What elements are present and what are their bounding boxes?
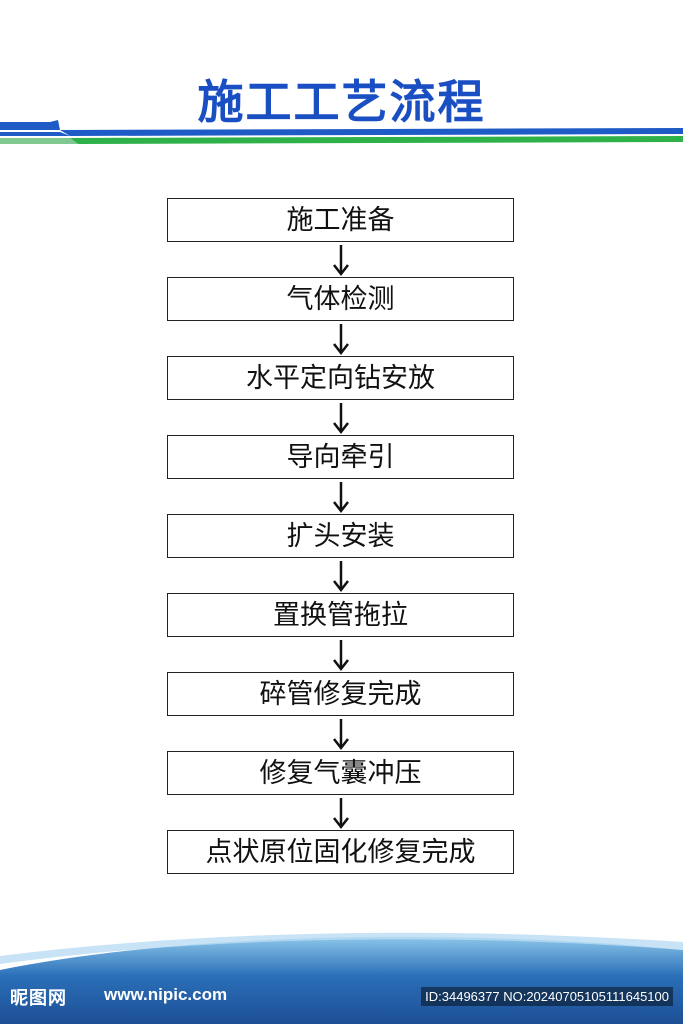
down-arrow-icon xyxy=(333,482,349,514)
down-arrow-icon xyxy=(333,245,349,277)
step-box-4: 导向牵引 xyxy=(167,435,514,479)
watermark-id: ID:34496377 NO:20240705105111645100 xyxy=(421,987,673,1006)
down-arrow-icon xyxy=(333,719,349,751)
page-title: 施工工艺流程 xyxy=(197,75,486,129)
step-box-5: 扩头安装 xyxy=(167,514,514,558)
step-box-1: 施工准备 xyxy=(167,198,514,242)
step-box-2: 气体检测 xyxy=(167,277,514,321)
down-arrow-icon xyxy=(333,561,349,593)
down-arrow-icon xyxy=(333,798,349,830)
step-box-3: 水平定向钻安放 xyxy=(167,356,514,400)
step-box-6: 置换管拖拉 xyxy=(167,593,514,637)
down-arrow-icon xyxy=(333,640,349,672)
watermark-logo: 昵图网 xyxy=(10,988,67,1009)
step-box-7: 碎管修复完成 xyxy=(167,672,514,716)
header-decorative-lines xyxy=(0,120,683,144)
down-arrow-icon xyxy=(333,324,349,356)
step-box-8: 修复气囊冲压 xyxy=(167,751,514,795)
watermark-url: www.nipic.com xyxy=(104,985,228,1004)
footer-decorative-wave xyxy=(0,932,683,1024)
step-box-9: 点状原位固化修复完成 xyxy=(167,830,514,874)
down-arrow-icon xyxy=(333,403,349,435)
